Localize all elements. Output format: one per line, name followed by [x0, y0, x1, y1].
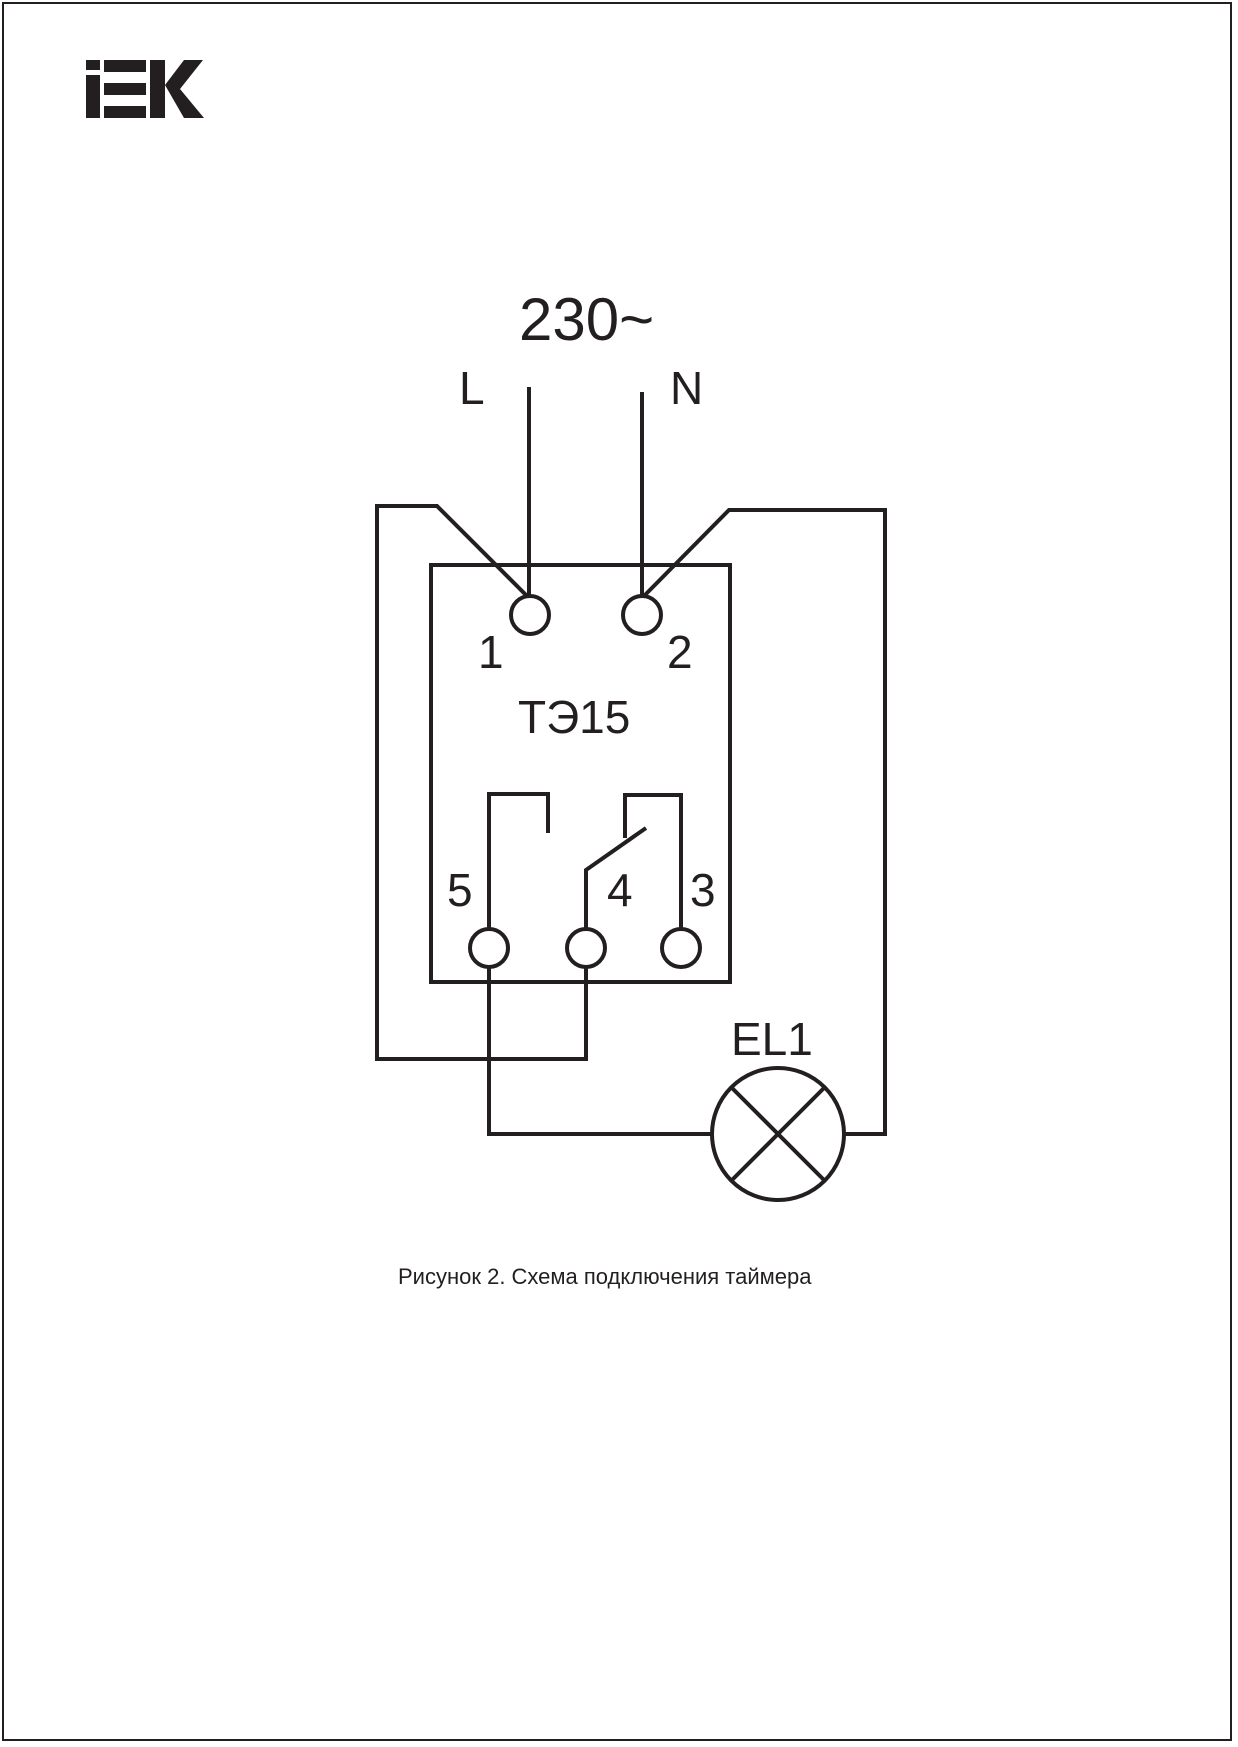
- contact-5-arm: [487, 792, 550, 929]
- terminal-3-circle: [660, 927, 702, 969]
- terminal-2-circle: [621, 594, 663, 636]
- wire-terminal-1-to-terminal-4: [375, 504, 588, 1061]
- terminal-5-label: 5: [447, 864, 473, 916]
- line-label: L: [459, 362, 485, 414]
- figure-caption: Рисунок 2. Схема подключения таймера: [398, 1264, 812, 1289]
- switch-blade: [584, 826, 648, 929]
- contact-3-arm: [623, 793, 683, 929]
- terminal-3-label: 3: [690, 864, 716, 916]
- device-label: ТЭ15: [518, 691, 630, 743]
- terminal-5-circle: [468, 927, 510, 969]
- terminal-1-label: 1: [478, 626, 504, 678]
- terminal-2-label: 2: [667, 626, 693, 678]
- wire-terminal-5-to-lamp: [487, 968, 711, 1136]
- neutral-label: N: [670, 362, 703, 414]
- terminal-4-circle: [565, 927, 607, 969]
- lamp-label: EL1: [731, 1013, 813, 1065]
- terminal-1-circle: [509, 594, 551, 636]
- terminal-4-label: 4: [607, 864, 633, 916]
- lamp-cross-2: [729, 1085, 827, 1183]
- wire-terminal-2-to-lamp: [641, 508, 887, 1136]
- iek-logo: [86, 60, 204, 118]
- supply-voltage-label: 230~: [519, 286, 654, 353]
- timer-body: [429, 563, 732, 984]
